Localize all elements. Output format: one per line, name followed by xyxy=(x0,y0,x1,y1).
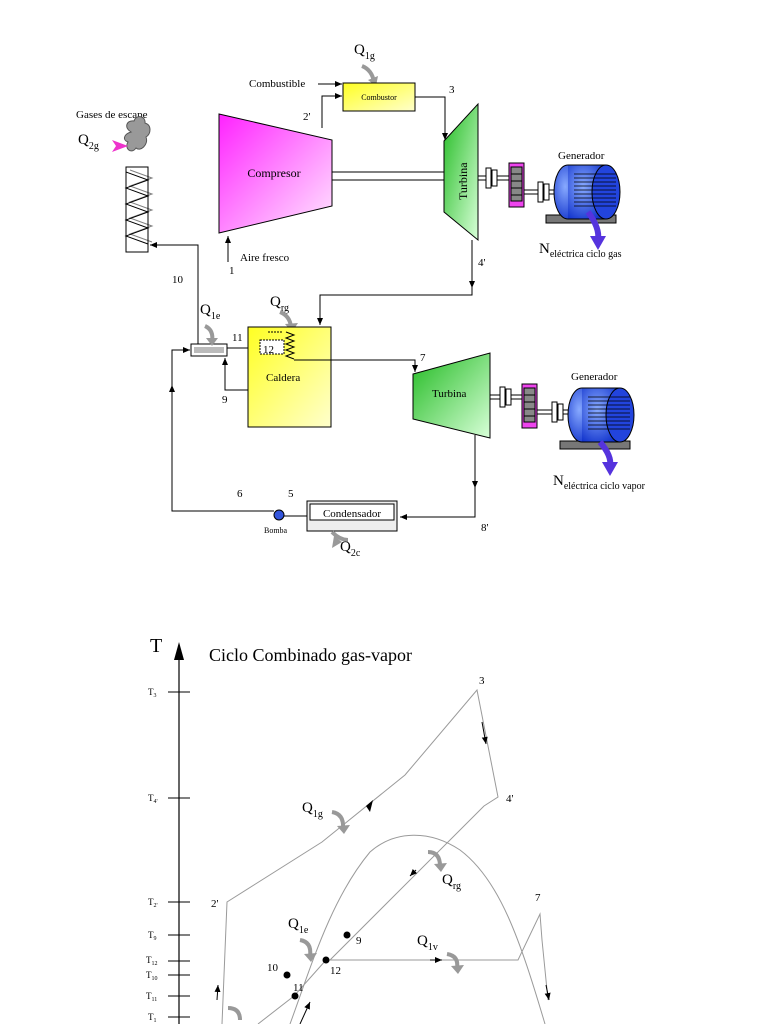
compressor-label: Compresor xyxy=(247,166,300,180)
heat-arrow-icon xyxy=(331,810,346,829)
heat-arrow-icon xyxy=(299,938,313,957)
t-ticks: T3 T4' T2' T9 T12 T10 T11 T1 xyxy=(146,687,190,1024)
point-3: 3 xyxy=(449,84,455,96)
pump-label: Bomba xyxy=(264,526,288,535)
steam-turbine-shape xyxy=(412,352,491,439)
superheater-coil xyxy=(284,331,296,360)
flow-10 xyxy=(150,242,199,344)
coupling-icon xyxy=(499,386,506,408)
ts-qrg-label: Qrg xyxy=(442,872,461,892)
n-gas-label: Neléctrica ciclo gas xyxy=(539,241,622,260)
ts-point-9: 9 xyxy=(356,935,362,947)
point-4: 4' xyxy=(478,257,486,269)
steam-turbine-label: Turbina xyxy=(432,388,467,400)
boiler-label: Caldera xyxy=(266,372,300,384)
ts-point-7: 7 xyxy=(535,892,541,904)
point-1: 1 xyxy=(229,265,235,277)
point-12-dot xyxy=(322,956,330,964)
exhaust-stack-icon xyxy=(124,166,154,253)
flow-6 xyxy=(171,347,274,512)
combustor-label: Combustor xyxy=(361,93,397,102)
tick-t2: T2' xyxy=(148,897,158,909)
generator1-icon xyxy=(545,164,621,224)
n-vapor-label: Neléctrica ciclo vapor xyxy=(553,473,646,492)
ts-q1e-label: Q1e xyxy=(288,916,309,936)
flow-9 xyxy=(222,358,248,391)
tick-t3: T3 xyxy=(148,687,157,699)
coupling-icon xyxy=(485,167,492,189)
q1e-label: Q1e xyxy=(200,302,221,322)
generator2-label: Generador xyxy=(571,371,618,383)
combustor-box xyxy=(342,82,416,112)
gas-cycle-path xyxy=(221,688,499,1024)
point-6: 6 xyxy=(237,488,243,500)
heat-arrow-icon xyxy=(227,1006,242,1021)
compressor-shape xyxy=(218,113,333,234)
point-8: 8' xyxy=(481,522,489,534)
q1g-label: Q1g xyxy=(354,42,375,62)
tick-t9: T9 xyxy=(148,930,157,942)
point-12: 12 xyxy=(263,344,274,356)
flow-7 xyxy=(294,359,418,372)
ts-point-11: 11 xyxy=(293,982,304,994)
q2c-label: Q2c xyxy=(340,539,361,559)
saturation-dome xyxy=(289,834,546,1024)
point-5: 5 xyxy=(288,488,294,500)
t-axis-arrow-icon xyxy=(174,642,184,660)
gas-turbine-label: Turbina xyxy=(456,162,470,200)
ts-point-2: 2' xyxy=(211,898,219,910)
tick-t1: T1 xyxy=(148,1012,157,1024)
air-label: Aire fresco xyxy=(240,252,290,264)
combustible-label: Combustible xyxy=(249,78,305,90)
t-axis-label: T xyxy=(150,635,162,657)
generator1-label: Generador xyxy=(558,150,605,162)
smoke-icon xyxy=(123,116,151,152)
point-9: 9 xyxy=(222,394,228,406)
tick-t11: T11 xyxy=(146,991,157,1003)
gas-turbine-shape xyxy=(443,102,479,242)
ts-point-12: 12 xyxy=(330,965,341,977)
tick-t10: T10 xyxy=(146,970,158,982)
point-2: 2' xyxy=(303,111,311,123)
plant-schematic: Q1g Combustible Combustor 2' 3 Compresor… xyxy=(76,42,646,559)
ts-diagram: T Ciclo Combinado gas-vapor T3 T4' T2' T… xyxy=(146,635,551,1024)
flow-3 xyxy=(415,96,448,140)
ts-point-3: 3 xyxy=(479,675,485,687)
flow-2-to-combustor xyxy=(321,93,342,128)
flow-8 xyxy=(400,435,476,520)
ts-point-10: 10 xyxy=(267,962,279,974)
exhaust-arrow-icon xyxy=(112,140,128,152)
point-11: 11 xyxy=(232,332,243,344)
generator2-icon xyxy=(559,387,635,450)
ts-title: Ciclo Combinado gas-vapor xyxy=(209,645,412,665)
condenser-label: Condensador xyxy=(323,508,381,520)
point-11-dot xyxy=(291,992,299,1000)
ts-point-4: 4' xyxy=(506,793,514,805)
point-7: 7 xyxy=(420,352,426,364)
pump-icon xyxy=(273,509,285,521)
point-10-dot xyxy=(283,971,291,979)
flow-4 xyxy=(317,240,473,325)
ts-q1v-label: Q1v xyxy=(417,933,438,953)
exhaust-label: Gases de escape xyxy=(76,109,148,121)
point-10: 10 xyxy=(172,274,184,286)
tick-t12: T12 xyxy=(146,955,158,967)
tick-t4: T4' xyxy=(148,793,158,805)
q2g-label: Q2g xyxy=(78,132,99,152)
point-9-dot xyxy=(343,931,351,939)
heat-arrow-icon xyxy=(330,530,349,542)
ts-q1g-label: Q1g xyxy=(302,800,323,820)
qrg-label: Qrg xyxy=(270,294,289,314)
